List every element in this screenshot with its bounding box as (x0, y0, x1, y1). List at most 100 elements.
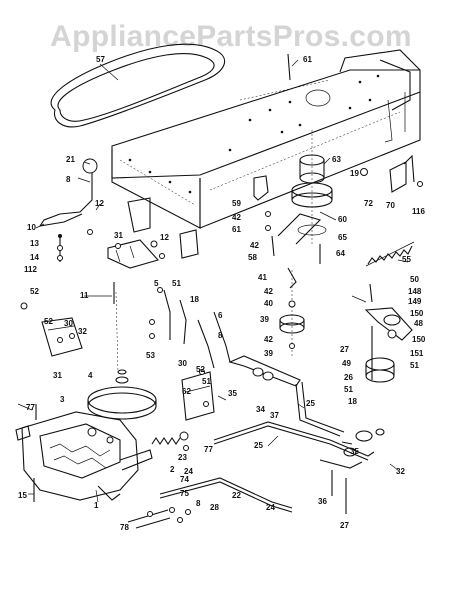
callout-label: 24 (184, 467, 193, 476)
callout-label: 77 (26, 403, 35, 412)
callout-label: 34 (256, 405, 265, 414)
callout-label: 30 (178, 359, 187, 368)
callout-label: 112 (24, 265, 37, 274)
callout-label: 21 (66, 155, 75, 164)
callout-label: 19 (350, 169, 359, 178)
callout-label: 24 (266, 503, 275, 512)
callout-label: 35 (228, 389, 237, 398)
callout-label: 116 (412, 207, 425, 216)
callout-label: 148 (408, 287, 422, 296)
callout-label: 39 (264, 349, 273, 358)
callout-leaders (17, 59, 409, 503)
callout-label: 11 (80, 291, 89, 300)
idler-pulley (279, 267, 305, 356)
callout-label: 13 (30, 239, 39, 248)
callout-label: 50 (410, 275, 419, 284)
callout-label: 62 (182, 387, 191, 396)
callout-label: 27 (340, 345, 349, 354)
callout-label: 64 (336, 249, 345, 258)
callout-label: 15 (18, 491, 27, 500)
callout-label: 53 (146, 351, 155, 360)
callout-label: 22 (232, 491, 241, 500)
idler-bracket (253, 175, 322, 245)
callout-label: 37 (270, 411, 279, 420)
callout-label: 36 (318, 497, 327, 506)
callout-label: 32 (78, 327, 87, 336)
callout-label: 3 (60, 395, 65, 404)
callout-label: 58 (248, 253, 257, 262)
callout-label: 41 (258, 273, 267, 282)
chassis-frame (111, 49, 421, 229)
brake-bracket (181, 369, 215, 421)
callout-label: 51 (410, 361, 419, 370)
callout-label: 31 (53, 371, 62, 380)
callout-label: 6 (218, 311, 223, 320)
callout-label: 39 (260, 315, 269, 324)
callout-label: 149 (408, 297, 422, 306)
callout-label: 26 (344, 373, 353, 382)
callout-label: 8 (218, 331, 223, 340)
plate (179, 229, 199, 259)
idler-arm (364, 307, 413, 383)
callout-label: 8 (196, 499, 201, 508)
brake-spring (151, 431, 189, 451)
callout-label: 77 (204, 445, 213, 454)
callout-label: 52 (196, 365, 205, 374)
callout-label: 2 (170, 465, 175, 474)
callout-label: 55 (402, 255, 411, 264)
pulley-stack (291, 130, 333, 245)
watermark-text: AppliancePartsPros.com (50, 20, 412, 53)
clutch-bracket (360, 154, 423, 193)
callout-label: 12 (160, 233, 169, 242)
callout-label: 49 (342, 359, 351, 368)
callout-label: 61 (303, 55, 312, 64)
callout-label: 8 (66, 175, 71, 184)
fasteners (33, 53, 373, 502)
callout-label: 27 (340, 521, 349, 530)
callout-label: 48 (414, 319, 423, 328)
callout-label: 51 (202, 377, 211, 386)
left-bracket (20, 302, 83, 357)
cross-shaft (228, 355, 345, 437)
callout-label: 40 (264, 299, 273, 308)
callout-label: 52 (30, 287, 39, 296)
callout-label: 70 (386, 201, 395, 210)
callout-label: 61 (232, 225, 241, 234)
callout-label: 35 (350, 447, 359, 456)
callout-label: 150 (410, 309, 424, 318)
callout-label: 25 (306, 399, 315, 408)
callout-label: 57 (96, 55, 105, 64)
callout-label: 30 (64, 319, 73, 328)
brake-rods (159, 421, 375, 513)
callout-label: 42 (264, 287, 273, 296)
transaxle (15, 411, 153, 501)
callout-label: 78 (120, 523, 129, 532)
callout-label: 150 (412, 335, 426, 344)
callout-label: 31 (114, 231, 123, 240)
spring (365, 241, 415, 267)
shift-bracket (107, 197, 159, 269)
callout-label: 18 (190, 295, 199, 304)
callout-label: 75 (180, 489, 189, 498)
callout-label: 12 (95, 199, 104, 208)
callout-label: 63 (332, 155, 341, 164)
callout-label: 51 (344, 385, 353, 394)
callout-label: 151 (410, 349, 424, 358)
callout-label: 42 (232, 213, 241, 222)
bottom-hardware (127, 507, 191, 529)
callout-labels: 57 61 12 21 8 10 13 14 112 31 12 11 52 5… (18, 55, 426, 532)
callout-label: 28 (210, 503, 219, 512)
callout-label: 14 (30, 253, 39, 262)
callout-label: 25 (254, 441, 263, 450)
callout-label: 10 (27, 223, 36, 232)
callout-label: 74 (180, 475, 189, 484)
chassis-bolt-holes (128, 74, 380, 194)
callout-label: 42 (264, 335, 273, 344)
callout-label: 60 (338, 215, 347, 224)
transaxle-pulley (87, 291, 157, 420)
callout-label: 52 (44, 317, 53, 326)
callout-label: 23 (178, 453, 187, 462)
callout-label: 32 (396, 467, 405, 476)
callout-label: 1 (94, 501, 99, 510)
